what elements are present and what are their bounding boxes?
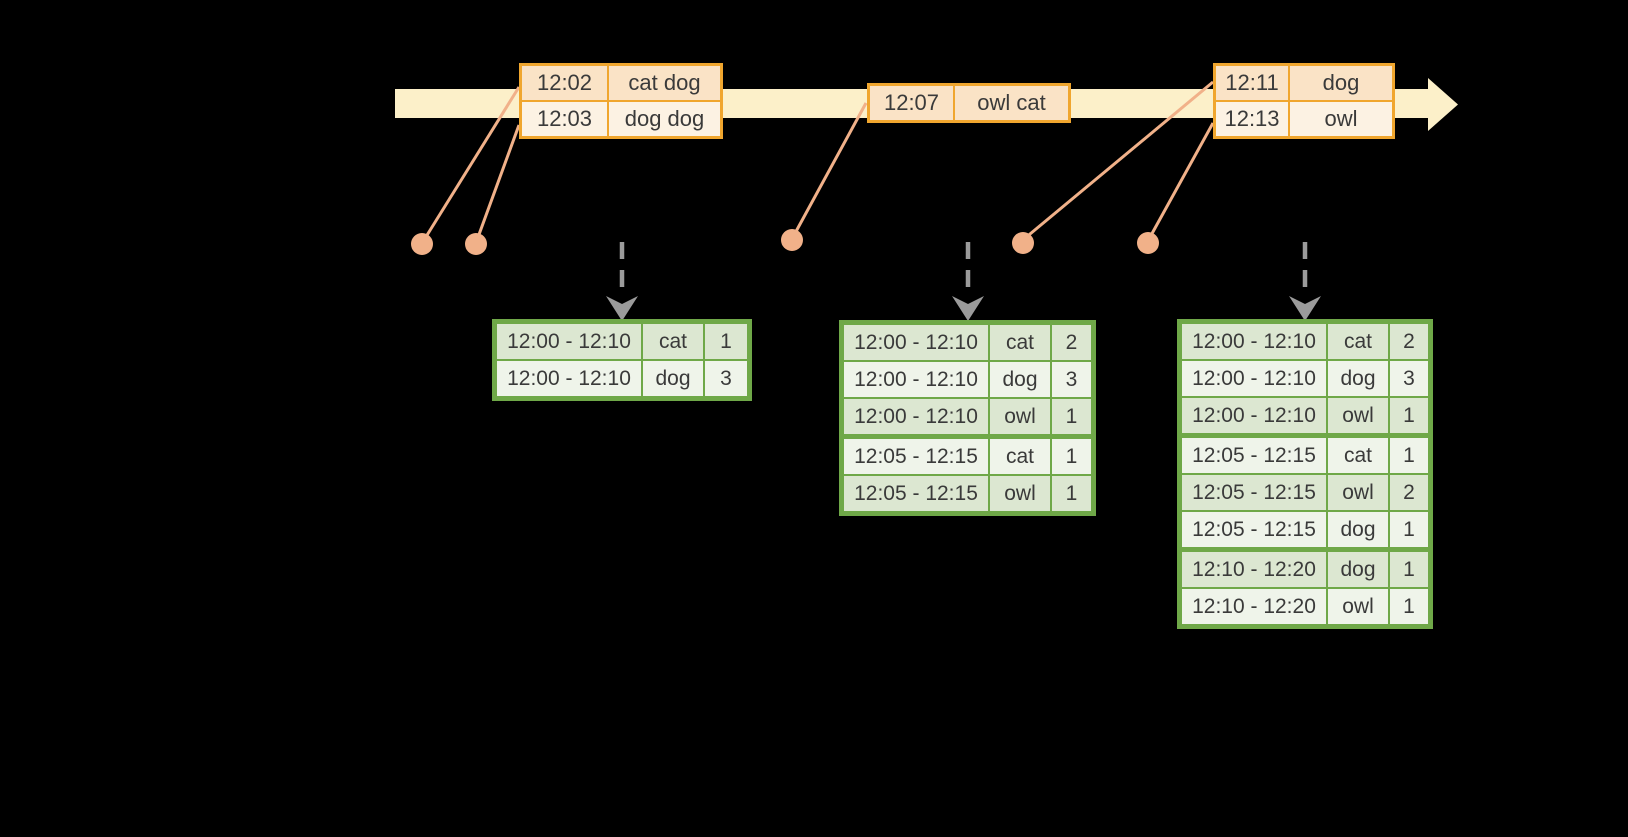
count-cell: 1 xyxy=(1052,399,1091,434)
event-table-2: 12:07 owl cat xyxy=(867,83,1071,123)
arrow-down-icon xyxy=(1289,296,1321,321)
word-cell: cat xyxy=(990,325,1050,360)
result-table-2: 12:00 - 12:10 cat 2 12:00 - 12:10 dog 3 … xyxy=(839,320,1096,516)
window-cell: 12:00 - 12:10 xyxy=(1182,324,1326,359)
window-group: 12:05 - 12:15 cat 1 12:05 - 12:15 owl 2 … xyxy=(1182,438,1428,547)
window-cell: 12:05 - 12:15 xyxy=(1182,438,1326,473)
count-cell: 2 xyxy=(1390,324,1428,359)
count-cell: 1 xyxy=(1390,438,1428,473)
timeline-arrowhead-icon xyxy=(1428,78,1458,131)
event-connectors xyxy=(422,80,1215,241)
word-cell: cat xyxy=(990,439,1050,474)
window-group: 12:00 - 12:10 cat 2 12:00 - 12:10 dog 3 … xyxy=(1182,324,1428,433)
count-cell: 1 xyxy=(1390,552,1428,587)
window-cell: 12:10 - 12:20 xyxy=(1182,552,1326,587)
event-words-cell: owl xyxy=(1290,102,1392,136)
window-cell: 12:00 - 12:10 xyxy=(497,361,641,396)
window-cell: 12:05 - 12:15 xyxy=(1182,475,1326,510)
word-cell: dog xyxy=(1328,552,1388,587)
event-words-cell: dog xyxy=(1290,66,1392,100)
window-cell: 12:00 - 12:10 xyxy=(844,399,988,434)
window-group: 12:05 - 12:15 cat 1 12:05 - 12:15 owl 1 xyxy=(844,439,1091,511)
event-connector-line xyxy=(791,102,868,238)
count-cell: 1 xyxy=(1390,512,1428,547)
window-group: 12:00 - 12:10 cat 1 12:00 - 12:10 dog 3 xyxy=(497,324,747,396)
event-point-dot xyxy=(465,233,487,255)
word-cell: owl xyxy=(1328,398,1388,433)
count-cell: 1 xyxy=(1052,476,1091,511)
word-cell: cat xyxy=(643,324,703,359)
window-group: 12:10 - 12:20 dog 1 12:10 - 12:20 owl 1 xyxy=(1182,552,1428,624)
window-cell: 12:00 - 12:10 xyxy=(497,324,641,359)
count-cell: 1 xyxy=(705,324,747,359)
word-cell: owl xyxy=(990,476,1050,511)
count-cell: 2 xyxy=(1052,325,1091,360)
window-cell: 12:00 - 12:10 xyxy=(844,362,988,397)
count-cell: 3 xyxy=(705,361,747,396)
event-table-1: 12:02 cat dog 12:03 dog dog xyxy=(519,63,723,139)
word-cell: dog xyxy=(1328,361,1388,396)
word-cell: cat xyxy=(1328,324,1388,359)
word-cell: owl xyxy=(1328,475,1388,510)
event-table-3: 12:11 dog 12:13 owl xyxy=(1213,63,1395,139)
event-point-dot xyxy=(781,229,803,251)
event-time-cell: 12:03 xyxy=(522,102,607,136)
window-cell: 12:00 - 12:10 xyxy=(844,325,988,360)
trigger-arrowheads xyxy=(606,296,1321,321)
arrow-down-icon xyxy=(606,296,638,321)
trigger-arrows xyxy=(619,242,1308,298)
event-words-cell: owl cat xyxy=(955,86,1068,120)
arrow-down-icon xyxy=(952,296,984,321)
word-cell: owl xyxy=(990,399,1050,434)
result-table-3: 12:00 - 12:10 cat 2 12:00 - 12:10 dog 3 … xyxy=(1177,319,1433,629)
count-cell: 3 xyxy=(1052,362,1091,397)
result-table-1: 12:00 - 12:10 cat 1 12:00 - 12:10 dog 3 xyxy=(492,319,752,401)
count-cell: 2 xyxy=(1390,475,1428,510)
event-time-cell: 12:13 xyxy=(1216,102,1288,136)
window-cell: 12:05 - 12:15 xyxy=(844,476,988,511)
event-connector-line xyxy=(1023,80,1214,241)
word-cell: owl xyxy=(1328,589,1388,624)
count-cell: 3 xyxy=(1390,361,1428,396)
event-point-dot xyxy=(411,233,433,255)
event-words-cell: dog dog xyxy=(609,102,720,136)
window-cell: 12:05 - 12:15 xyxy=(1182,512,1326,547)
word-cell: dog xyxy=(643,361,703,396)
event-time-cell: 12:07 xyxy=(870,86,953,120)
window-cell: 12:05 - 12:15 xyxy=(844,439,988,474)
window-cell: 12:00 - 12:10 xyxy=(1182,398,1326,433)
event-words-cell: cat dog xyxy=(609,66,720,100)
count-cell: 1 xyxy=(1052,439,1091,474)
event-time-cell: 12:02 xyxy=(522,66,607,100)
count-cell: 1 xyxy=(1390,589,1428,624)
event-connector-line xyxy=(1147,122,1215,240)
count-cell: 1 xyxy=(1390,398,1428,433)
event-connector-line xyxy=(475,124,521,241)
word-cell: dog xyxy=(1328,512,1388,547)
window-cell: 12:00 - 12:10 xyxy=(1182,361,1326,396)
event-point-dot xyxy=(1012,232,1034,254)
event-points xyxy=(411,229,1159,255)
window-cell: 12:10 - 12:20 xyxy=(1182,589,1326,624)
event-connector-line xyxy=(422,86,521,241)
event-time-cell: 12:11 xyxy=(1216,66,1288,100)
word-cell: dog xyxy=(990,362,1050,397)
event-point-dot xyxy=(1137,232,1159,254)
window-group: 12:00 - 12:10 cat 2 12:00 - 12:10 dog 3 … xyxy=(844,325,1091,434)
word-cell: cat xyxy=(1328,438,1388,473)
